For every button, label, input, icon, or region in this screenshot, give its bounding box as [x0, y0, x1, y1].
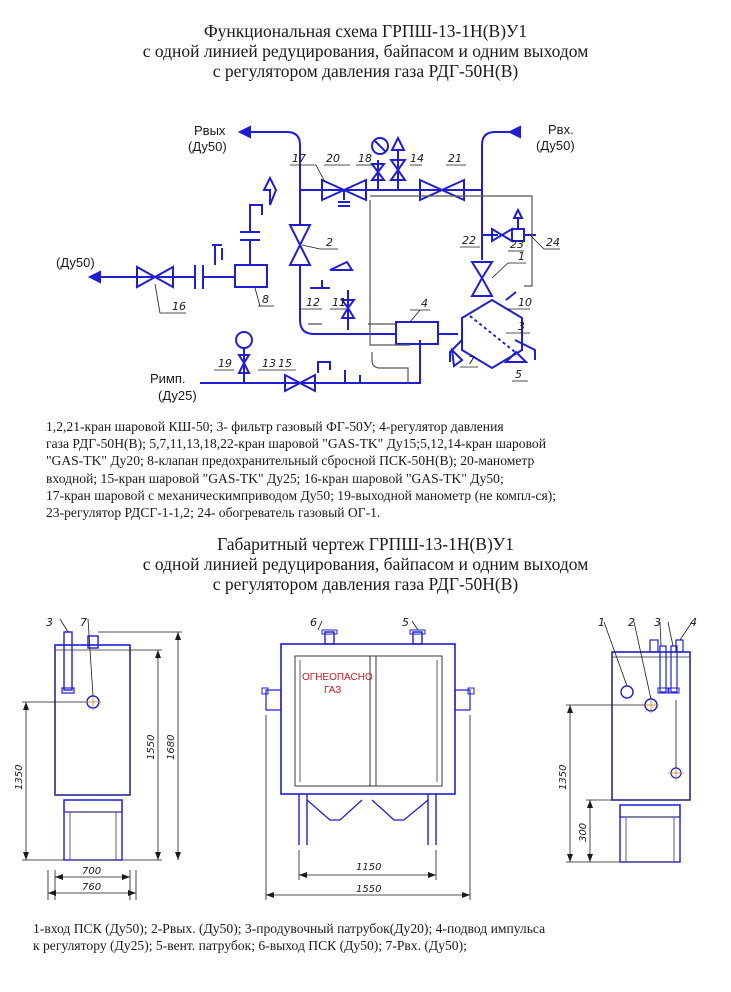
dimensional-legend-line-2: к регулятору (Ду25); 5-вент. патрубок; 6…: [33, 938, 467, 954]
dim-1350-right: 1350: [558, 765, 569, 790]
dimensional-title-line-3: с регулятором давления газа РДГ-50Н(В): [212, 574, 519, 594]
num-16: 16: [172, 300, 186, 313]
front-view: [261, 620, 475, 900]
left-num-3: 3: [46, 616, 53, 629]
left-size-label: (Ду50): [56, 255, 95, 270]
valve-15: [284, 373, 316, 393]
num-24: 24: [546, 236, 560, 249]
num-11: 11: [332, 296, 346, 309]
inlet-arrow: [507, 125, 521, 139]
impulse-label: Римп.: [150, 371, 186, 386]
dim-700: 700: [82, 866, 101, 877]
inlet-pipe: [481, 131, 510, 190]
num-22: 22: [462, 234, 476, 247]
front-num-6: 6: [310, 616, 317, 629]
dim-1680: 1680: [166, 735, 177, 760]
num-19: 19: [218, 357, 232, 370]
side-view-right: [566, 621, 693, 863]
manometer-20: [371, 137, 389, 155]
filter-3: [461, 298, 523, 370]
dimensional-legend: 1-вход ПСК (Ду50); 2-Рвых. (Ду50); 3-про…: [33, 920, 545, 954]
num-7: 7: [468, 354, 475, 367]
warning-text-line-2: ГАЗ: [324, 685, 341, 696]
scheme-legend-line-5: 17-кран шаровой с механическимприводом Д…: [46, 487, 557, 503]
valve-18: [370, 163, 386, 181]
dim-1550-left: 1550: [146, 735, 157, 760]
num-2: 2: [326, 236, 333, 249]
num-8: 8: [262, 293, 269, 306]
num-20: 20: [326, 152, 340, 165]
dimensional-legend-line-1: 1-вход ПСК (Ду50); 2-Рвых. (Ду50); 3-про…: [33, 921, 546, 936]
outlet-pipe: [250, 131, 301, 190]
scheme-legend-line-1: 1,2,21-кран шаровой КШ-50; 3- фильтр газ…: [46, 419, 504, 434]
front-num-5: 5: [402, 616, 409, 629]
right-num-3: 3: [654, 616, 661, 629]
num-13: 13: [262, 357, 276, 370]
num-23: 23: [510, 238, 524, 251]
valve-1: [470, 261, 494, 297]
scheme-legend-line-6: 23-регулятор РДСГ-1-1,2; 24- обогревател…: [46, 505, 381, 521]
valve-16: [136, 265, 174, 289]
left-num-7: 7: [80, 616, 87, 629]
scheme-title-line-3: с регулятором давления газа РДГ-50Н(В): [212, 61, 519, 81]
right-num-1: 1: [598, 616, 605, 629]
outlet-size-label: (Ду50): [188, 139, 227, 154]
scheme-title: Функциональная схема ГРПШ-13-1Н(В)У1 с о…: [0, 21, 731, 81]
num-12: 12: [306, 296, 320, 309]
dimensional-title: Габаритный чертеж ГРПШ-13-1Н(В)У1 с одно…: [0, 534, 731, 594]
psk-inlet-1-circle: [620, 685, 634, 699]
dim-1150: 1150: [356, 862, 381, 873]
scheme-legend-line-2: газа РДГ-50Н(В); 5,7,11,13,18,22-кран ша…: [46, 436, 546, 452]
inlet-label: Рвх.: [548, 122, 574, 137]
scheme-title-line-2: с одной линией редуцирования, байпасом и…: [142, 41, 589, 61]
warning-text-line-1: ОГНЕОПАСНО: [302, 672, 373, 683]
dimensional-title-line-2: с одной линией редуцирования, байпасом и…: [142, 554, 589, 574]
inlet-size-label: (Ду50): [536, 138, 575, 153]
num-5: 5: [515, 368, 522, 381]
num-14: 14: [410, 152, 424, 165]
right-num-2: 2: [628, 616, 635, 629]
valve-11: [340, 299, 356, 319]
valve-7: [450, 347, 464, 368]
scheme-legend-line-4: входной; 15-кран шаровой "GAS-TK" Ду25; …: [46, 470, 504, 486]
valve-17: [321, 178, 367, 202]
side-view-left: [22, 618, 182, 900]
num-3: 3: [518, 320, 525, 333]
dim-1550-front: 1550: [356, 884, 381, 895]
dim-300: 300: [578, 823, 589, 842]
dim-1350-left: 1350: [14, 765, 25, 790]
num-15: 15: [278, 357, 292, 370]
num-1: 1: [518, 250, 525, 263]
num-10: 10: [518, 296, 532, 309]
outlet-arrow: [237, 125, 251, 139]
num-4: 4: [421, 297, 428, 310]
valve-14: [389, 159, 407, 181]
num-21: 21: [448, 152, 462, 165]
scheme-legend: 1,2,21-кран шаровой КШ-50; 3- фильтр газ…: [46, 418, 556, 521]
valve-5: [503, 350, 529, 363]
impulse-size-label: (Ду25): [158, 388, 197, 403]
outlet-label: Рвых: [194, 123, 226, 138]
dimensional-title-line-1: Габаритный чертеж ГРПШ-13-1Н(В)У1: [217, 534, 514, 554]
num-17: 17: [292, 152, 306, 165]
num-18: 18: [358, 152, 372, 165]
functional-scheme: Рвых (Ду50) Рвх. (Ду50) (Ду50) Римп. (Ду…: [56, 122, 575, 403]
dim-760: 760: [82, 882, 101, 893]
valve-21: [419, 178, 465, 202]
right-num-4: 4: [690, 616, 697, 629]
scheme-title-line-1: Функциональная схема ГРПШ-13-1Н(В)У1: [203, 21, 528, 41]
scheme-legend-line-3: "GAS-TK" Ду20; 8-клапан предохранительны…: [46, 453, 535, 469]
